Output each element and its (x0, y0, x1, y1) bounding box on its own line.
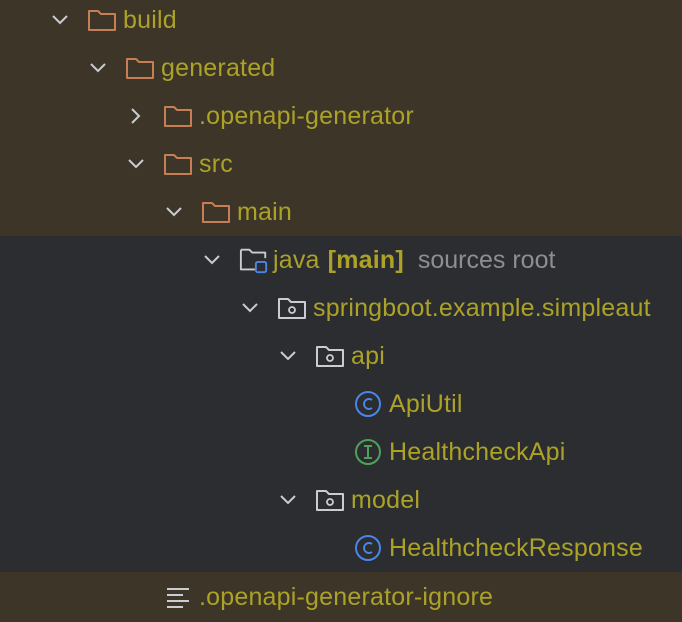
tree-item-java[interactable]: java [main] sources root (0, 236, 682, 284)
source-root-folder-icon (239, 245, 269, 275)
chevron-down-icon[interactable] (125, 153, 147, 175)
tree-item-label: HealthcheckResponse (389, 533, 643, 562)
tree-item-model[interactable]: model (0, 476, 682, 524)
chevron-down-icon[interactable] (201, 249, 223, 271)
source-root-hint: sources root (417, 245, 556, 274)
chevron-down-icon[interactable] (277, 345, 299, 367)
chevron-down-icon[interactable] (277, 489, 299, 511)
folder-icon (87, 5, 117, 35)
folder-icon (163, 101, 193, 131)
tree-item-label: generated (161, 53, 276, 82)
tree-item-label: ApiUtil (389, 389, 463, 418)
tree-item-label: api (351, 341, 385, 370)
tree-item-build[interactable]: build (0, 0, 682, 44)
chevron-down-icon[interactable] (163, 201, 185, 223)
chevron-down-icon[interactable] (239, 297, 261, 319)
package-icon (315, 341, 345, 371)
class-icon (353, 389, 383, 419)
tree-item-label: .openapi-generator-ignore (199, 582, 494, 611)
class-icon (353, 533, 383, 563)
package-icon (315, 485, 345, 515)
tree-item-label: model (351, 485, 421, 514)
chevron-down-icon[interactable] (49, 9, 71, 31)
tree-item-label: .openapi-generator (199, 101, 414, 130)
tree-item-src[interactable]: src (0, 140, 682, 188)
tree-item-label: build (123, 5, 177, 34)
interface-icon (353, 437, 383, 467)
folder-icon (125, 53, 155, 83)
tree-item-label: HealthcheckApi (389, 437, 566, 466)
tree-item-main[interactable]: main (0, 188, 682, 236)
chevron-right-icon[interactable] (125, 105, 147, 127)
folder-icon (163, 149, 193, 179)
tree-item-package-root[interactable]: springboot.example.simpleaut (0, 284, 682, 332)
tree-item-label: java (273, 245, 320, 274)
tree-item-label: src (199, 149, 233, 178)
chevron-down-icon[interactable] (87, 57, 109, 79)
module-tag: [main] (327, 245, 404, 274)
tree-item-apiutil[interactable]: ApiUtil (0, 380, 682, 428)
tree-item-healthcheckapi[interactable]: HealthcheckApi (0, 428, 682, 476)
tree-item-label: main (237, 197, 292, 226)
tree-item-generated[interactable]: generated (0, 44, 682, 92)
package-icon (277, 293, 307, 323)
folder-icon (201, 197, 231, 227)
tree-item-api[interactable]: api (0, 332, 682, 380)
tree-item-openapi-generator-ignore[interactable]: .openapi-generator-ignore (0, 572, 682, 622)
tree-item-healthcheckresponse[interactable]: HealthcheckResponse (0, 524, 682, 572)
tree-item-openapi-generator[interactable]: .openapi-generator (0, 92, 682, 140)
text-file-icon (163, 582, 193, 612)
tree-item-label: springboot.example.simpleaut (313, 293, 651, 322)
